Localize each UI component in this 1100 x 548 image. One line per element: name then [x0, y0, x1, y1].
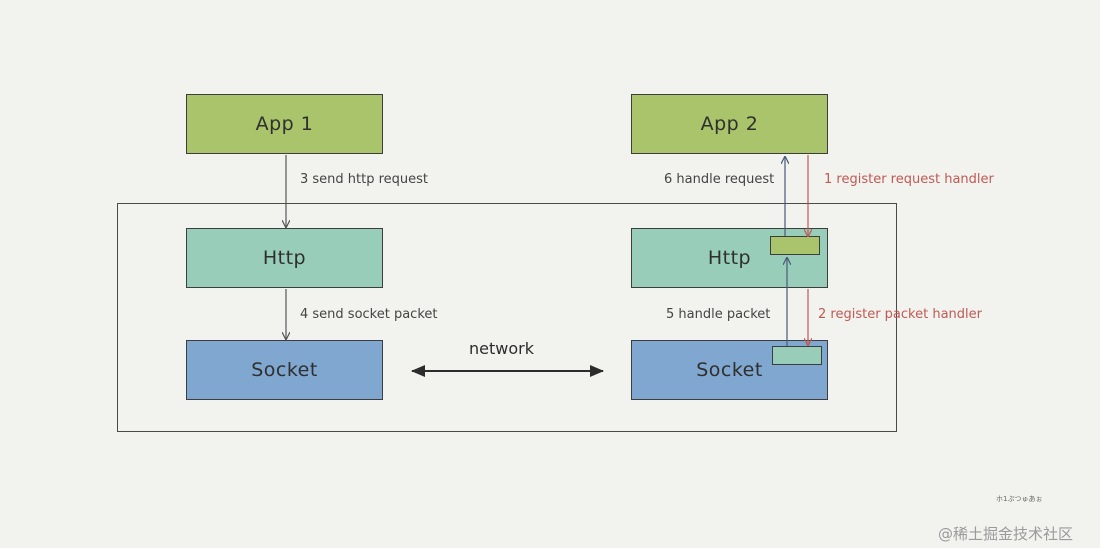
packet-handler-slot	[772, 346, 822, 365]
socket-left-label: Socket	[251, 359, 318, 381]
author-signature: ホ1ぷつゅあぉ	[996, 495, 1043, 503]
http-left-box: Http	[186, 228, 383, 288]
device-boundary-frame	[117, 203, 897, 432]
app2-box: App 2	[631, 94, 828, 154]
label-register-packet-handler: 2 register packet handler	[818, 307, 982, 322]
socket-left-box: Socket	[186, 340, 383, 400]
label-handle-packet: 5 handle packet	[666, 307, 771, 322]
app1-box: App 1	[186, 94, 383, 154]
label-network: network	[469, 339, 534, 358]
label-send-http-request: 3 send http request	[300, 172, 429, 187]
http-right-label: Http	[707, 247, 752, 269]
app1-label: App 1	[255, 113, 314, 135]
http-left-label: Http	[262, 247, 307, 269]
label-register-request-handler: 1 register request handler	[824, 172, 994, 187]
app2-label: App 2	[700, 113, 759, 135]
socket-right-label: Socket	[696, 359, 763, 381]
request-handler-slot	[770, 236, 820, 255]
label-handle-request: 6 handle request	[664, 172, 775, 187]
label-send-socket-packet: 4 send socket packet	[300, 307, 438, 322]
watermark: @稀土掘金技术社区	[938, 525, 1074, 543]
